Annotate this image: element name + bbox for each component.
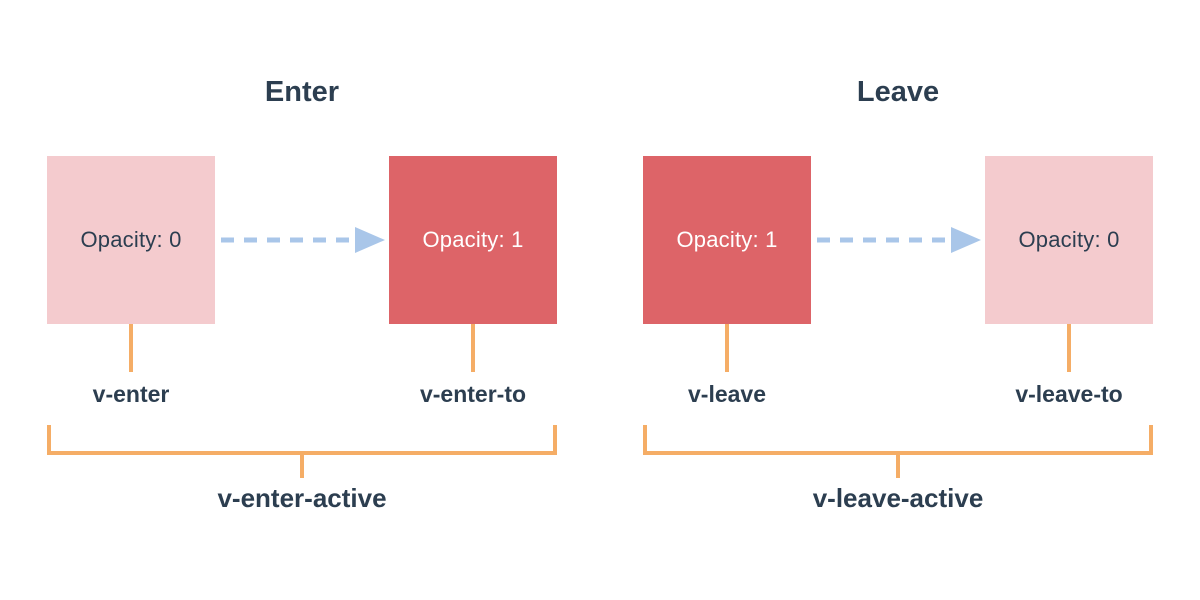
leave-to-box: Opacity: 0 [985, 156, 1153, 324]
leave-active-bracket-tick [896, 455, 900, 478]
enter-section: Enter Opacity: 0 Opacity: 1 v-enter v-en… [47, 0, 557, 600]
enter-from-stem-line [129, 324, 133, 372]
leave-to-stem-line [1067, 324, 1071, 372]
enter-to-label: v-enter-to [419, 381, 527, 407]
leave-from-box-label: Opacity: 1 [676, 227, 778, 252]
leave-title: Leave [856, 76, 940, 108]
leave-to-label: v-leave-to [1015, 381, 1123, 407]
leave-active-bracket [643, 425, 1153, 455]
enter-from-box: Opacity: 0 [47, 156, 215, 324]
enter-from-box-label: Opacity: 0 [80, 227, 182, 252]
leave-active-label: v-leave-active [812, 483, 984, 513]
enter-active-label: v-enter-active [217, 483, 387, 513]
leave-from-stem-line [725, 324, 729, 372]
enter-active-bracket-tick [300, 455, 304, 478]
dashed-arrow-icon [219, 220, 387, 260]
leave-to-box-label: Opacity: 0 [1018, 227, 1120, 252]
leave-from-box: Opacity: 1 [643, 156, 811, 324]
enter-to-box: Opacity: 1 [389, 156, 557, 324]
leave-from-label: v-leave [687, 381, 767, 407]
enter-to-box-label: Opacity: 1 [422, 227, 524, 252]
enter-active-bracket [47, 425, 557, 455]
leave-section: Leave Opacity: 1 Opacity: 0 v-leave v-le… [643, 0, 1153, 600]
enter-title: Enter [264, 76, 340, 108]
enter-to-stem-line [471, 324, 475, 372]
enter-from-label: v-enter [92, 381, 170, 407]
dashed-arrow-icon [815, 220, 983, 260]
